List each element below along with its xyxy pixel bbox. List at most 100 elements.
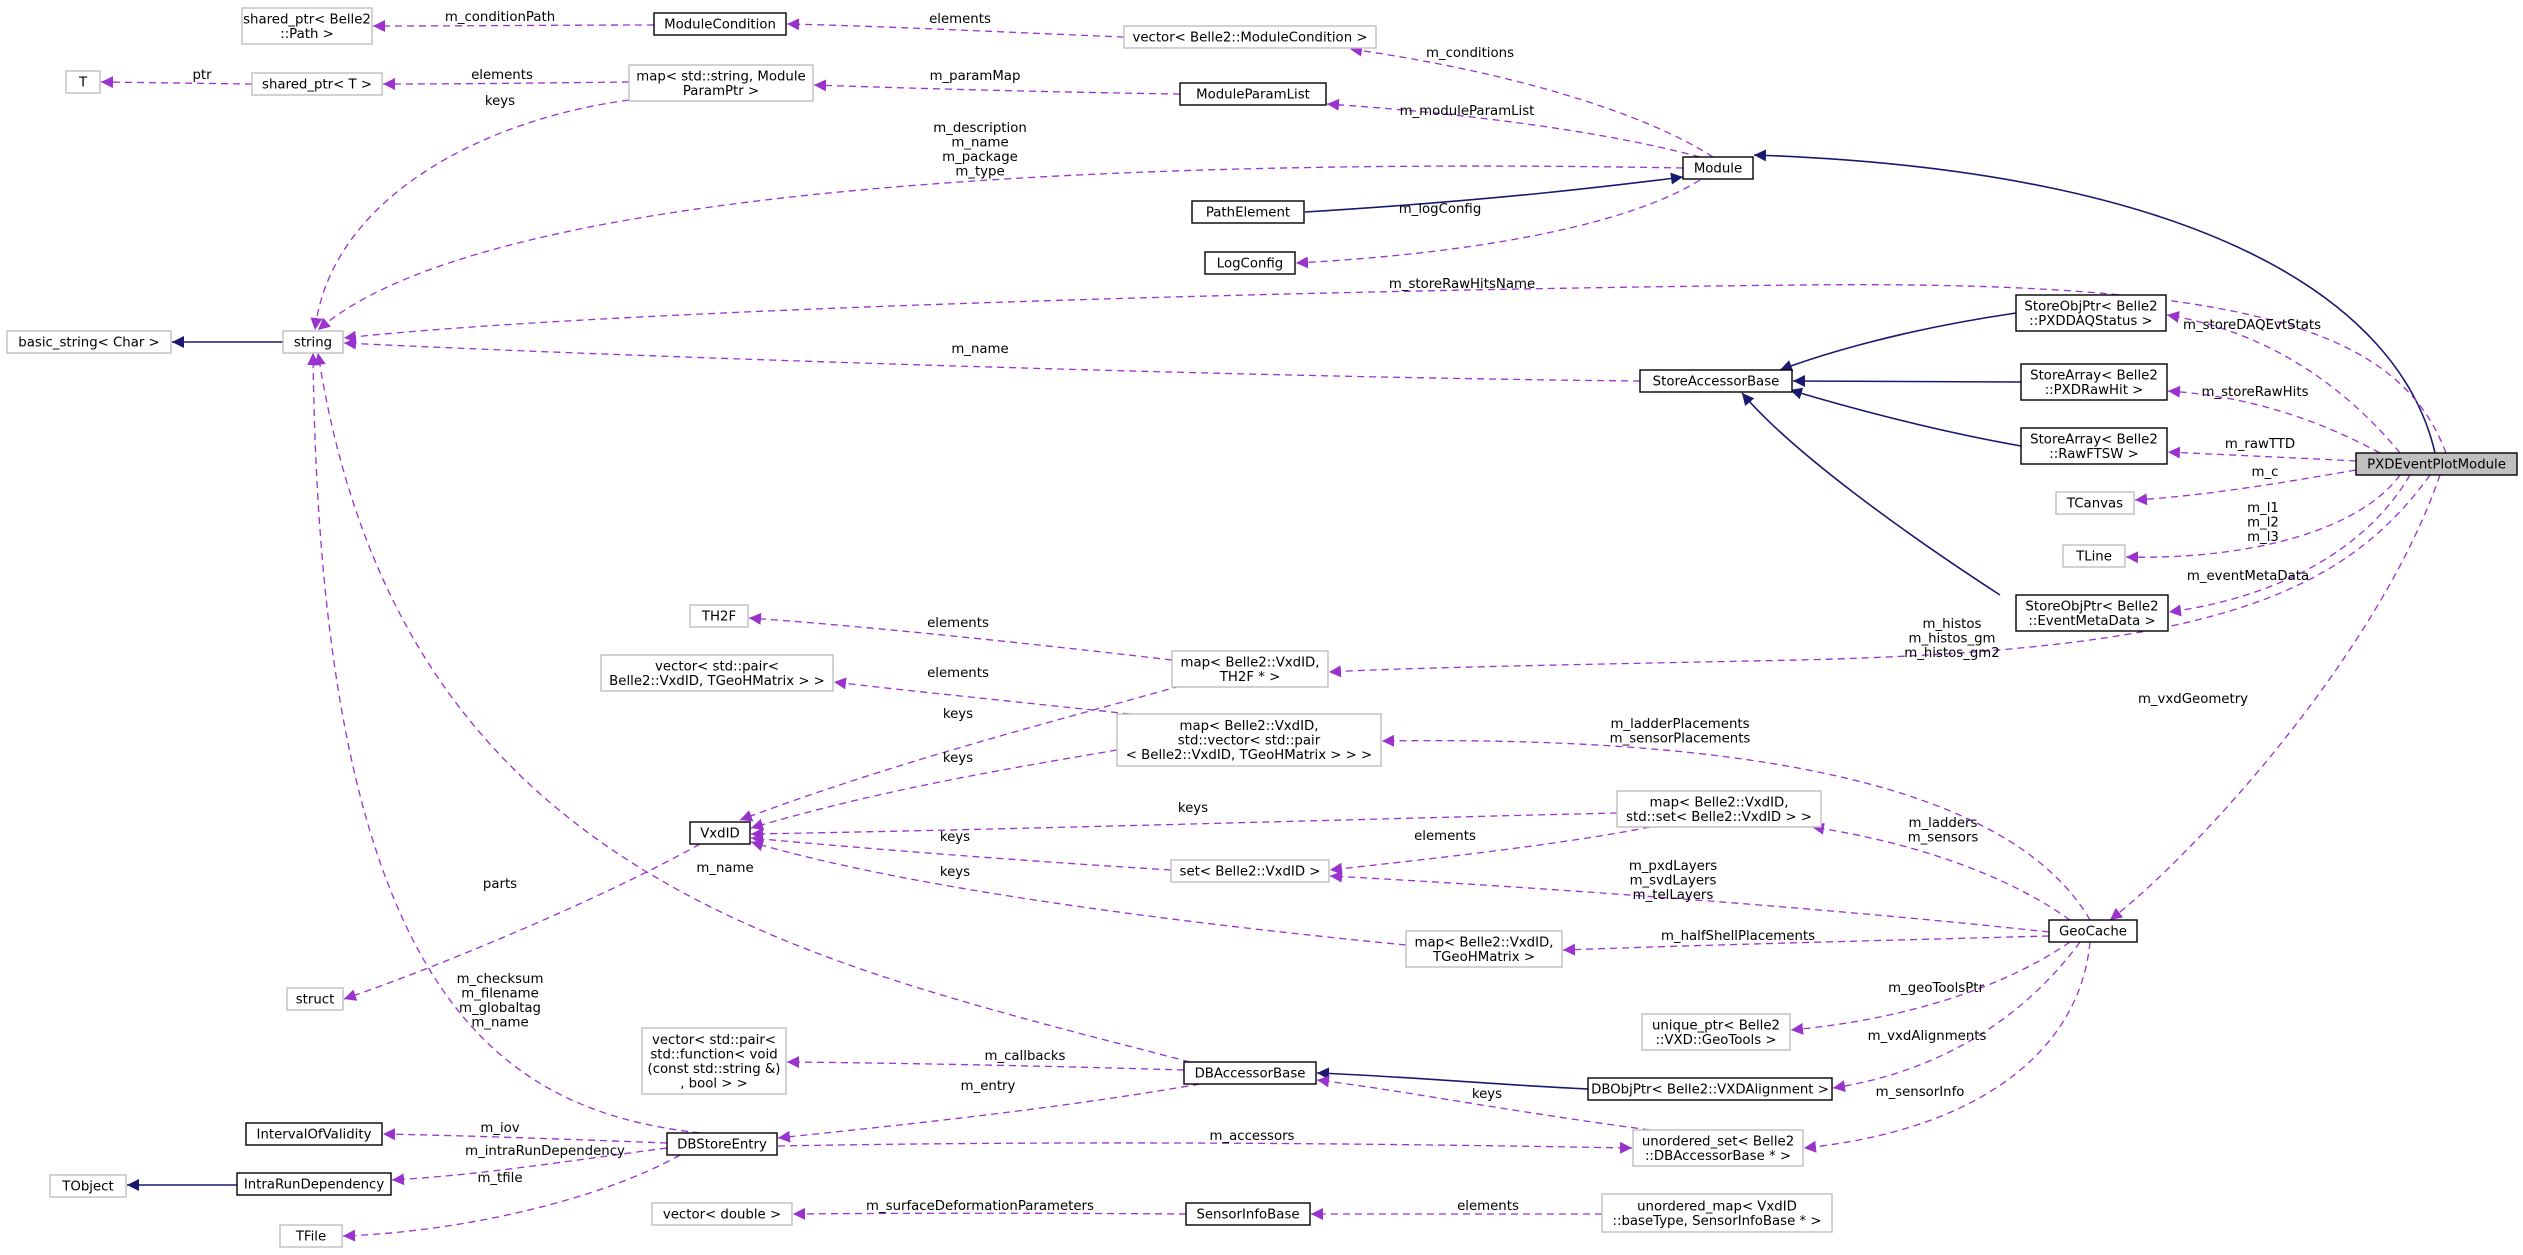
class-node-sop-daq[interactable]: StoreObjPtr< Belle2::PXDDAQStatus >: [2015, 294, 2167, 332]
node-label: PXDEventPlotModule: [2367, 458, 2506, 473]
class-node-sa-raw[interactable]: StoreArray< Belle2::PXDRawHit >: [2020, 363, 2168, 401]
node-label: map< std::string, Module: [636, 69, 805, 84]
edge-label: elements: [927, 616, 989, 631]
node-label: std::set< Belle2::VxdID > >: [1626, 810, 1812, 825]
class-node-sensorinfo[interactable]: SensorInfoBase: [1185, 1202, 1311, 1226]
edge-geotools: m_geoToolsPtr: [1790, 941, 2071, 1035]
usage-arrow: [1326, 98, 1701, 158]
class-node-th2f: TH2F: [689, 604, 749, 628]
node-box: [689, 604, 749, 628]
class-node-geocache[interactable]: GeoCache: [2048, 919, 2138, 943]
node-box: [1123, 25, 1377, 49]
class-node-focus[interactable]: PXDEventPlotModule: [2355, 452, 2518, 476]
usage-arrow: [343, 284, 2447, 454]
edge-vecpair: elements: [833, 666, 1131, 715]
edge-label: m_ladders: [1909, 816, 1978, 831]
class-node-pathelement[interactable]: PathElement: [1191, 200, 1305, 224]
usage-arrow: [2166, 310, 2401, 454]
node-box: [251, 72, 383, 96]
edge-label: m_histos: [1923, 617, 1982, 632]
edge-vxdgeom: m_vxdGeometry: [2109, 474, 2441, 921]
edge-entry: m_entry: [777, 1079, 1201, 1143]
node-box: [2015, 594, 2169, 632]
class-node-dbstore[interactable]: DBStoreEntry: [666, 1132, 778, 1156]
usage-arrow: [1832, 941, 2081, 1093]
node-box: [1185, 1202, 1311, 1226]
class-node-vxdid[interactable]: VxdID: [689, 821, 751, 845]
edge-label: keys: [485, 94, 515, 109]
edge-label: m_telLayers: [1633, 888, 1714, 903]
node-label: < Belle2::VxdID, TGeoHMatrix > > >: [1126, 748, 1372, 763]
inheritance-arrow: [1753, 149, 2436, 454]
usage-arrow: [833, 677, 1131, 715]
node-label: ::VXD::GeoTools >: [1655, 1033, 1776, 1048]
class-node-iov[interactable]: IntervalOfValidity: [245, 1122, 383, 1146]
node-label: Module: [1694, 162, 1742, 177]
node-label: set< Belle2::VxdID >: [1180, 865, 1321, 880]
class-node-storeaccessor[interactable]: StoreAccessorBase: [1639, 369, 1793, 393]
node-box: [1405, 930, 1563, 968]
node-label: unique_ptr< Belle2: [1652, 1018, 1780, 1033]
edge-daqstats: m_storeDAQEvtStats: [2166, 310, 2401, 454]
usage-arrow: [2167, 446, 2357, 462]
node-box: [286, 987, 344, 1011]
edge-tfile: m_tfile: [342, 1154, 681, 1242]
class-node-intrarun[interactable]: IntraRunDependency: [236, 1172, 392, 1196]
edge-intrarun: m_intraRunDependency: [391, 1144, 668, 1186]
usage-arrow: [382, 1128, 668, 1144]
edge-elem-set: elements: [1329, 826, 1651, 875]
class-node-module[interactable]: Module: [1682, 156, 1754, 180]
edge-vxdalign: m_vxdAlignments: [1832, 941, 2081, 1093]
usage-arrow: [786, 18, 1125, 38]
class-node-dbobjptr[interactable]: DBObjPtr< Belle2::VXDAlignment >: [1587, 1077, 1833, 1101]
class-node-dbaccessor[interactable]: DBAccessorBase: [1183, 1061, 1317, 1085]
usage-arrow: [2134, 469, 2357, 506]
node-label: ::DBAccessorBase * >: [1645, 1149, 1791, 1164]
edge-label: m_sensorPlacements: [1610, 732, 1751, 747]
edge-iov: m_iov: [382, 1121, 668, 1144]
node-box: [1204, 251, 1296, 275]
node-label: TFile: [295, 1230, 326, 1245]
class-node-sop-evt[interactable]: StoreObjPtr< Belle2::EventMetaData >: [2015, 594, 2169, 632]
usage-arrow: [1328, 474, 2431, 678]
node-box: [1639, 369, 1793, 393]
class-node-vec-pair: vector< std::pair<Belle2::VxdID, TGeoHMa…: [600, 654, 834, 692]
inheritance-arrow: [1304, 172, 1684, 213]
edge-label: m_eventMetaData: [2187, 569, 2309, 584]
edge-keys-vecpair: keys: [750, 749, 1118, 831]
class-node-modparamlist[interactable]: ModuleParamList: [1179, 82, 1327, 106]
usage-arrow: [307, 352, 701, 1134]
edge-callbacks: m_callbacks: [786, 1049, 1185, 1071]
edge-label: m_halfShellPlacements: [1661, 929, 1815, 944]
node-box: [600, 654, 834, 692]
edge-parts: parts: [343, 843, 701, 1001]
node-box: [1587, 1077, 1833, 1101]
node-label: map< Belle2::VxdID,: [1650, 795, 1789, 810]
usage-arrow: [2125, 474, 2401, 564]
edge-label: m_conditionPath: [445, 10, 555, 25]
node-label: ::PXDRawHit >: [2045, 383, 2144, 398]
edge-c: m_c: [2134, 465, 2357, 506]
inheritance-arrow: [1779, 312, 2017, 372]
node-box: [641, 1027, 787, 1095]
node-label: StoreArray< Belle2: [2030, 432, 2158, 447]
edge-rawttd: m_rawTTD: [2167, 437, 2357, 462]
node-label: map< Belle2::VxdID,: [1415, 935, 1554, 950]
node-box: [282, 330, 344, 354]
class-node-logconfig[interactable]: LogConfig: [1204, 251, 1296, 275]
node-box: [2062, 544, 2126, 568]
edge-label: m_filename: [461, 987, 539, 1002]
node-label: ::EventMetaData >: [2028, 614, 2155, 629]
node-label: StoreObjPtr< Belle2: [2024, 299, 2157, 314]
usage-arrow: [2168, 474, 2411, 617]
class-node-modcond[interactable]: ModuleCondition: [653, 12, 787, 36]
class-node-sa-ftsw[interactable]: StoreArray< Belle2::RawFTSW >: [2020, 427, 2168, 465]
usage-arrow: [100, 76, 253, 89]
edge-label: m_name: [696, 861, 753, 876]
node-box: [1179, 82, 1327, 106]
node-label: basic_string< Char >: [18, 336, 159, 351]
